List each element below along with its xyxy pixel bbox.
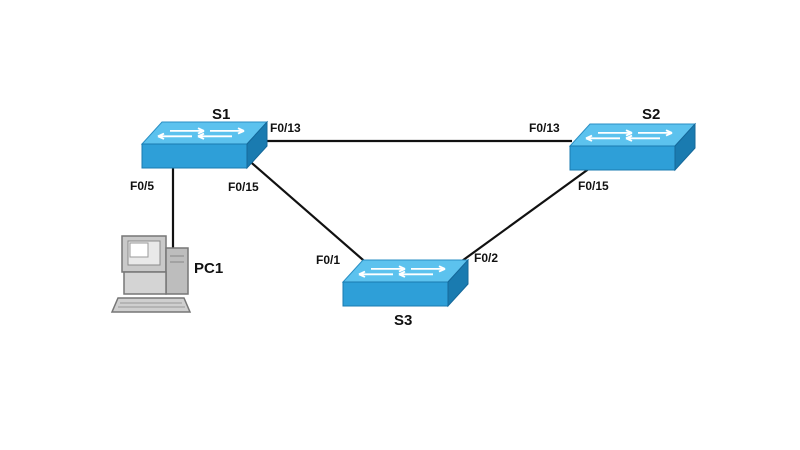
switch-s3-top (341, 259, 470, 283)
switch-s3[interactable] (341, 258, 470, 308)
pc1-tower (165, 247, 189, 295)
port-label-s3-f0-1: F0/1 (316, 253, 340, 267)
port-label-s1-f0-5: F0/5 (130, 179, 154, 193)
device-label-s3: S3 (394, 312, 412, 329)
switch-s3-front (342, 281, 449, 307)
pc1-base (123, 271, 167, 295)
device-label-s2: S2 (642, 106, 660, 123)
link-s2-s3 (454, 167, 591, 267)
port-label-s1-f0-15: F0/15 (228, 180, 259, 194)
switch-s1-top (140, 121, 269, 145)
switch-s2[interactable] (568, 122, 697, 172)
port-label-s2-f0-13: F0/13 (529, 121, 560, 135)
device-label-s1: S1 (212, 106, 230, 123)
pc1[interactable] (110, 235, 192, 313)
link-s1-s3 (245, 157, 371, 267)
switch-s1-front (141, 143, 248, 169)
switch-s2-front (569, 145, 676, 171)
switch-s3-side (447, 258, 469, 308)
device-label-pc1: PC1 (194, 260, 223, 277)
port-label-s2-f0-15: F0/15 (578, 179, 609, 193)
pc1-keyboard (110, 297, 192, 313)
switch-s2-side (674, 122, 696, 172)
switch-s1-side (246, 120, 268, 170)
switch-s2-top (568, 123, 697, 147)
port-label-s3-f0-2: F0/2 (474, 251, 498, 265)
switch-s1[interactable] (140, 120, 269, 170)
port-label-s1-f0-13: F0/13 (270, 121, 301, 135)
